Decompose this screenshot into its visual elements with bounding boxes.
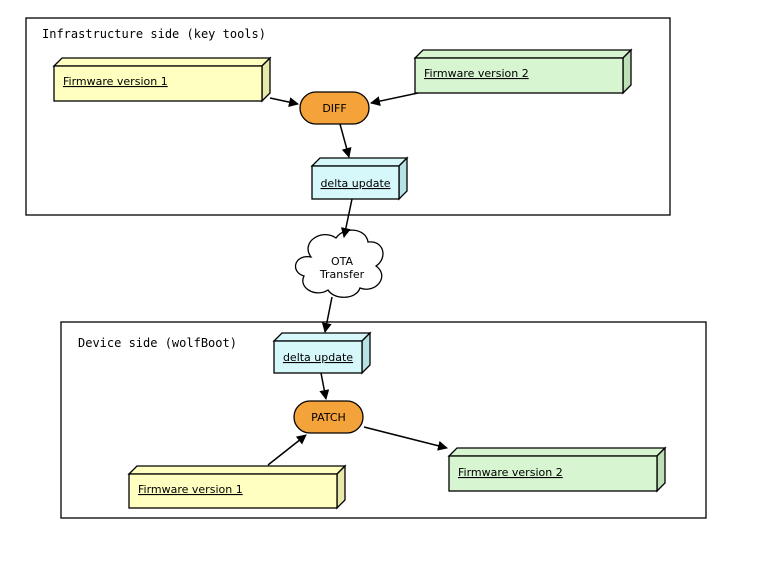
ota-transfer-cloud: OTA Transfer	[294, 229, 384, 298]
device-group: Device side (wolfBoot) delta update PATC…	[60, 321, 707, 519]
device-title: Device side (wolfBoot)	[78, 336, 237, 350]
edge-patch-to-fw2	[363, 426, 448, 451]
device-delta-update-label: delta update	[283, 351, 353, 364]
infra-delta-update-box: delta update	[310, 156, 409, 201]
edge-fw1-to-diff	[269, 97, 299, 108]
device-firmware-v2-label: Firmware version 2	[458, 466, 563, 479]
edge-fw1-to-patch	[267, 434, 307, 466]
edge-delta-to-ota	[340, 198, 353, 238]
device-firmware-v1-label: Firmware version 1	[138, 483, 243, 496]
diff-node: DIFF	[299, 91, 370, 125]
edge-fw2-to-diff	[370, 92, 419, 107]
infra-firmware-v1-box: Firmware version 1	[52, 56, 272, 103]
infrastructure-title: Infrastructure side (key tools)	[42, 27, 266, 41]
patch-node: PATCH	[293, 400, 364, 434]
ota-label-line2: Transfer	[319, 268, 365, 281]
patch-label: PATCH	[311, 411, 346, 424]
infra-firmware-v1-label: Firmware version 1	[63, 75, 168, 88]
device-frame	[60, 321, 707, 519]
infra-delta-update-label: delta update	[320, 177, 390, 190]
edge-delta-to-patch	[319, 372, 330, 400]
infrastructure-group: Infrastructure side (key tools) Firmware…	[25, 17, 671, 216]
device-delta-update-box: delta update	[272, 331, 372, 375]
infra-firmware-v2-label: Firmware version 2	[424, 67, 529, 80]
edge-diff-to-delta	[339, 123, 352, 158]
device-firmware-v1-box: Firmware version 1	[127, 464, 347, 510]
diff-label: DIFF	[322, 102, 346, 115]
ota-label-line1: OTA	[331, 255, 354, 268]
infra-firmware-v2-box: Firmware version 2	[413, 48, 633, 95]
device-firmware-v2-box: Firmware version 2	[447, 446, 667, 493]
edge-ota-to-device-delta	[321, 296, 333, 333]
